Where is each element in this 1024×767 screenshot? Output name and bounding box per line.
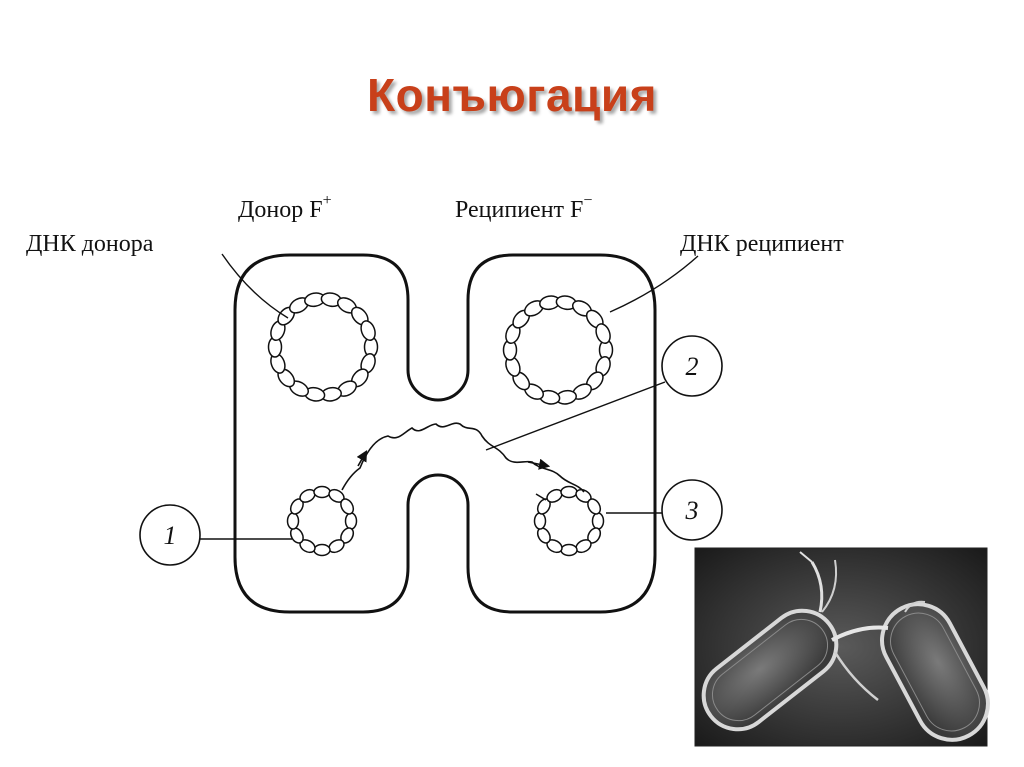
callout-2-leader [485,381,666,451]
transfer-strand [341,422,585,493]
recipient-chromosome-ring [502,295,614,405]
callout-1: 1 [139,504,201,566]
dna-bead [344,512,358,530]
cell-pair-outline [233,253,657,614]
callout-3: 3 [661,479,723,541]
recipient-label: Реципиент F− [455,192,592,223]
dna-bead [313,485,331,499]
svg-text:3: 3 [685,496,699,525]
donor-dna-leader [221,253,289,319]
callout-2: 2 [661,335,723,397]
slide-title: Конъюгация [367,69,657,121]
transfer-arrow-right [527,458,551,470]
svg-text:2: 2 [686,352,699,381]
dna-bead [595,323,611,345]
recipient-dna-label: ДНК реципиент [680,231,844,257]
dna-bead [360,320,376,342]
dna-bead [340,498,355,515]
svg-text:1: 1 [164,521,177,550]
dna-bead [560,485,578,499]
donor-plasmid-ring [286,485,358,557]
dna-bead [313,543,331,557]
dna-bead [286,512,300,530]
donor-dna-label: ДНК донора [26,231,154,257]
dna-bead [533,512,547,530]
dna-bead [560,543,578,557]
bacteria-conjugation-photo [694,547,990,747]
donor-chromosome-ring [267,292,379,402]
dna-bead [587,498,602,515]
strand-end-tick [535,493,547,501]
donor-label: Донор F+ [238,192,332,223]
recipient-plasmid-ring [533,485,605,557]
transfer-arrow-left [356,450,368,467]
recipient-dna-leader [609,255,699,313]
dna-bead [591,512,605,530]
